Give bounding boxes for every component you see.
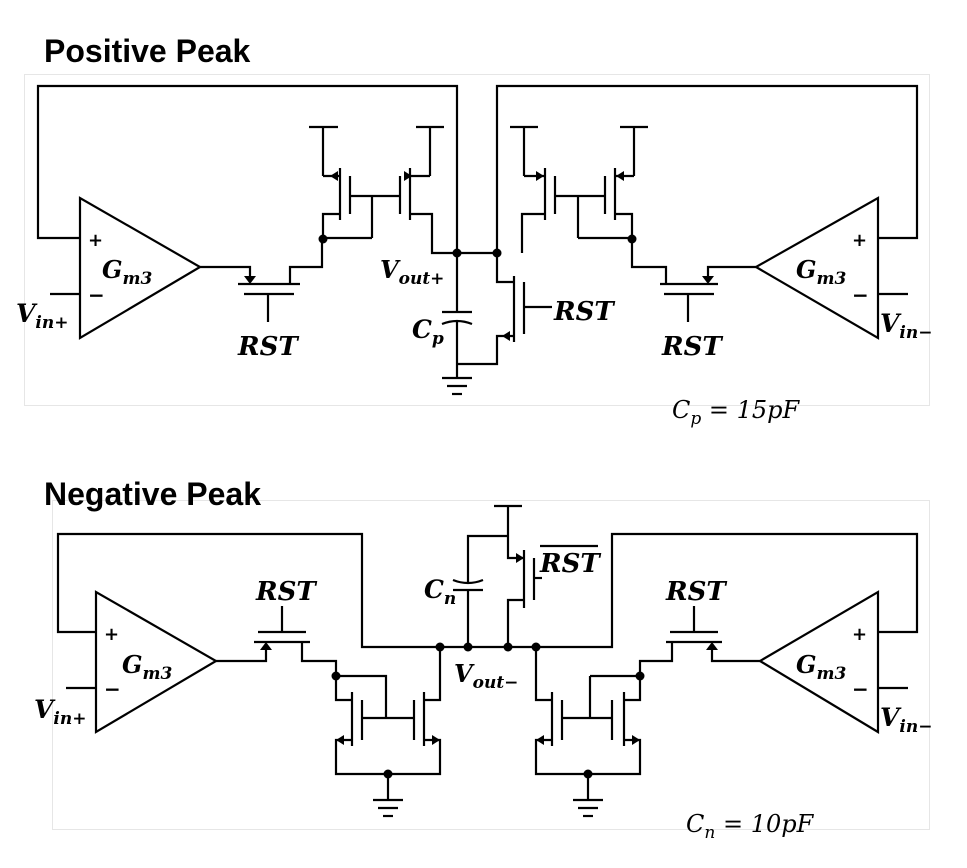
amp-left-pos	[78, 196, 203, 340]
negative-peak-title: Negative Peak	[44, 476, 262, 512]
cn-value: Cn = 10pF	[686, 810, 815, 843]
positive-peak-panel	[24, 74, 930, 406]
amp-right-pos-plus: +	[852, 230, 867, 251]
vin-minus-label-pos: Vin−	[880, 309, 932, 343]
negative-peak-circuit: + − Gm3 Vin+ RST	[34, 504, 932, 843]
cp-label: Cp	[412, 315, 444, 349]
amp-left-neg-label: Gm3	[122, 650, 172, 684]
amp-right-neg-label: Gm3	[796, 650, 846, 684]
positive-peak-circuit: + − Gm3 Vin+ RST	[16, 84, 932, 429]
amp-left-neg-plus: +	[104, 624, 119, 645]
amp-right-pos-label: Gm3	[796, 255, 846, 289]
vin-minus-label-neg: Vin−	[880, 703, 932, 737]
cn-label: Cn	[424, 575, 456, 609]
negative-peak-panel	[52, 500, 930, 830]
positive-peak-title: Positive Peak	[44, 33, 251, 69]
amp-right-neg-minus: −	[852, 677, 869, 701]
vout-plus-label: Vout+	[380, 255, 444, 289]
rst-label-left-neg: RST	[255, 577, 317, 607]
amp-left-neg-minus: −	[104, 677, 121, 701]
feedback-loop-neg	[56, 532, 919, 649]
amp-right-neg-plus: +	[852, 624, 867, 645]
amp-left-out-pos	[200, 265, 252, 280]
vout-minus-label: Vout−	[454, 659, 518, 693]
rst-label-right-pos: RST	[661, 332, 723, 362]
rst-label-right-neg: RST	[665, 577, 727, 607]
amp-right-neg	[757, 590, 880, 734]
amp-left-neg	[94, 590, 219, 734]
feedback-right-pos	[495, 84, 919, 253]
amp-left-pos-minus: −	[88, 283, 105, 307]
vin-plus-label-neg: Vin+	[34, 695, 86, 729]
amp-right-pos-minus: −	[852, 283, 869, 307]
cp-value: Cp = 15pF	[672, 396, 801, 429]
rst-bar-label: RST	[539, 549, 601, 579]
amp-left-pos-label: Gm3	[102, 255, 152, 289]
rst-label-mid-pos: RST	[553, 297, 615, 327]
amp-right-pos	[753, 196, 880, 340]
amp-left-pos-plus: +	[88, 230, 103, 251]
feedback-left-pos	[36, 84, 459, 253]
rst-label-left-pos: RST	[237, 332, 299, 362]
vin-plus-label-pos: Vin+	[16, 299, 68, 333]
